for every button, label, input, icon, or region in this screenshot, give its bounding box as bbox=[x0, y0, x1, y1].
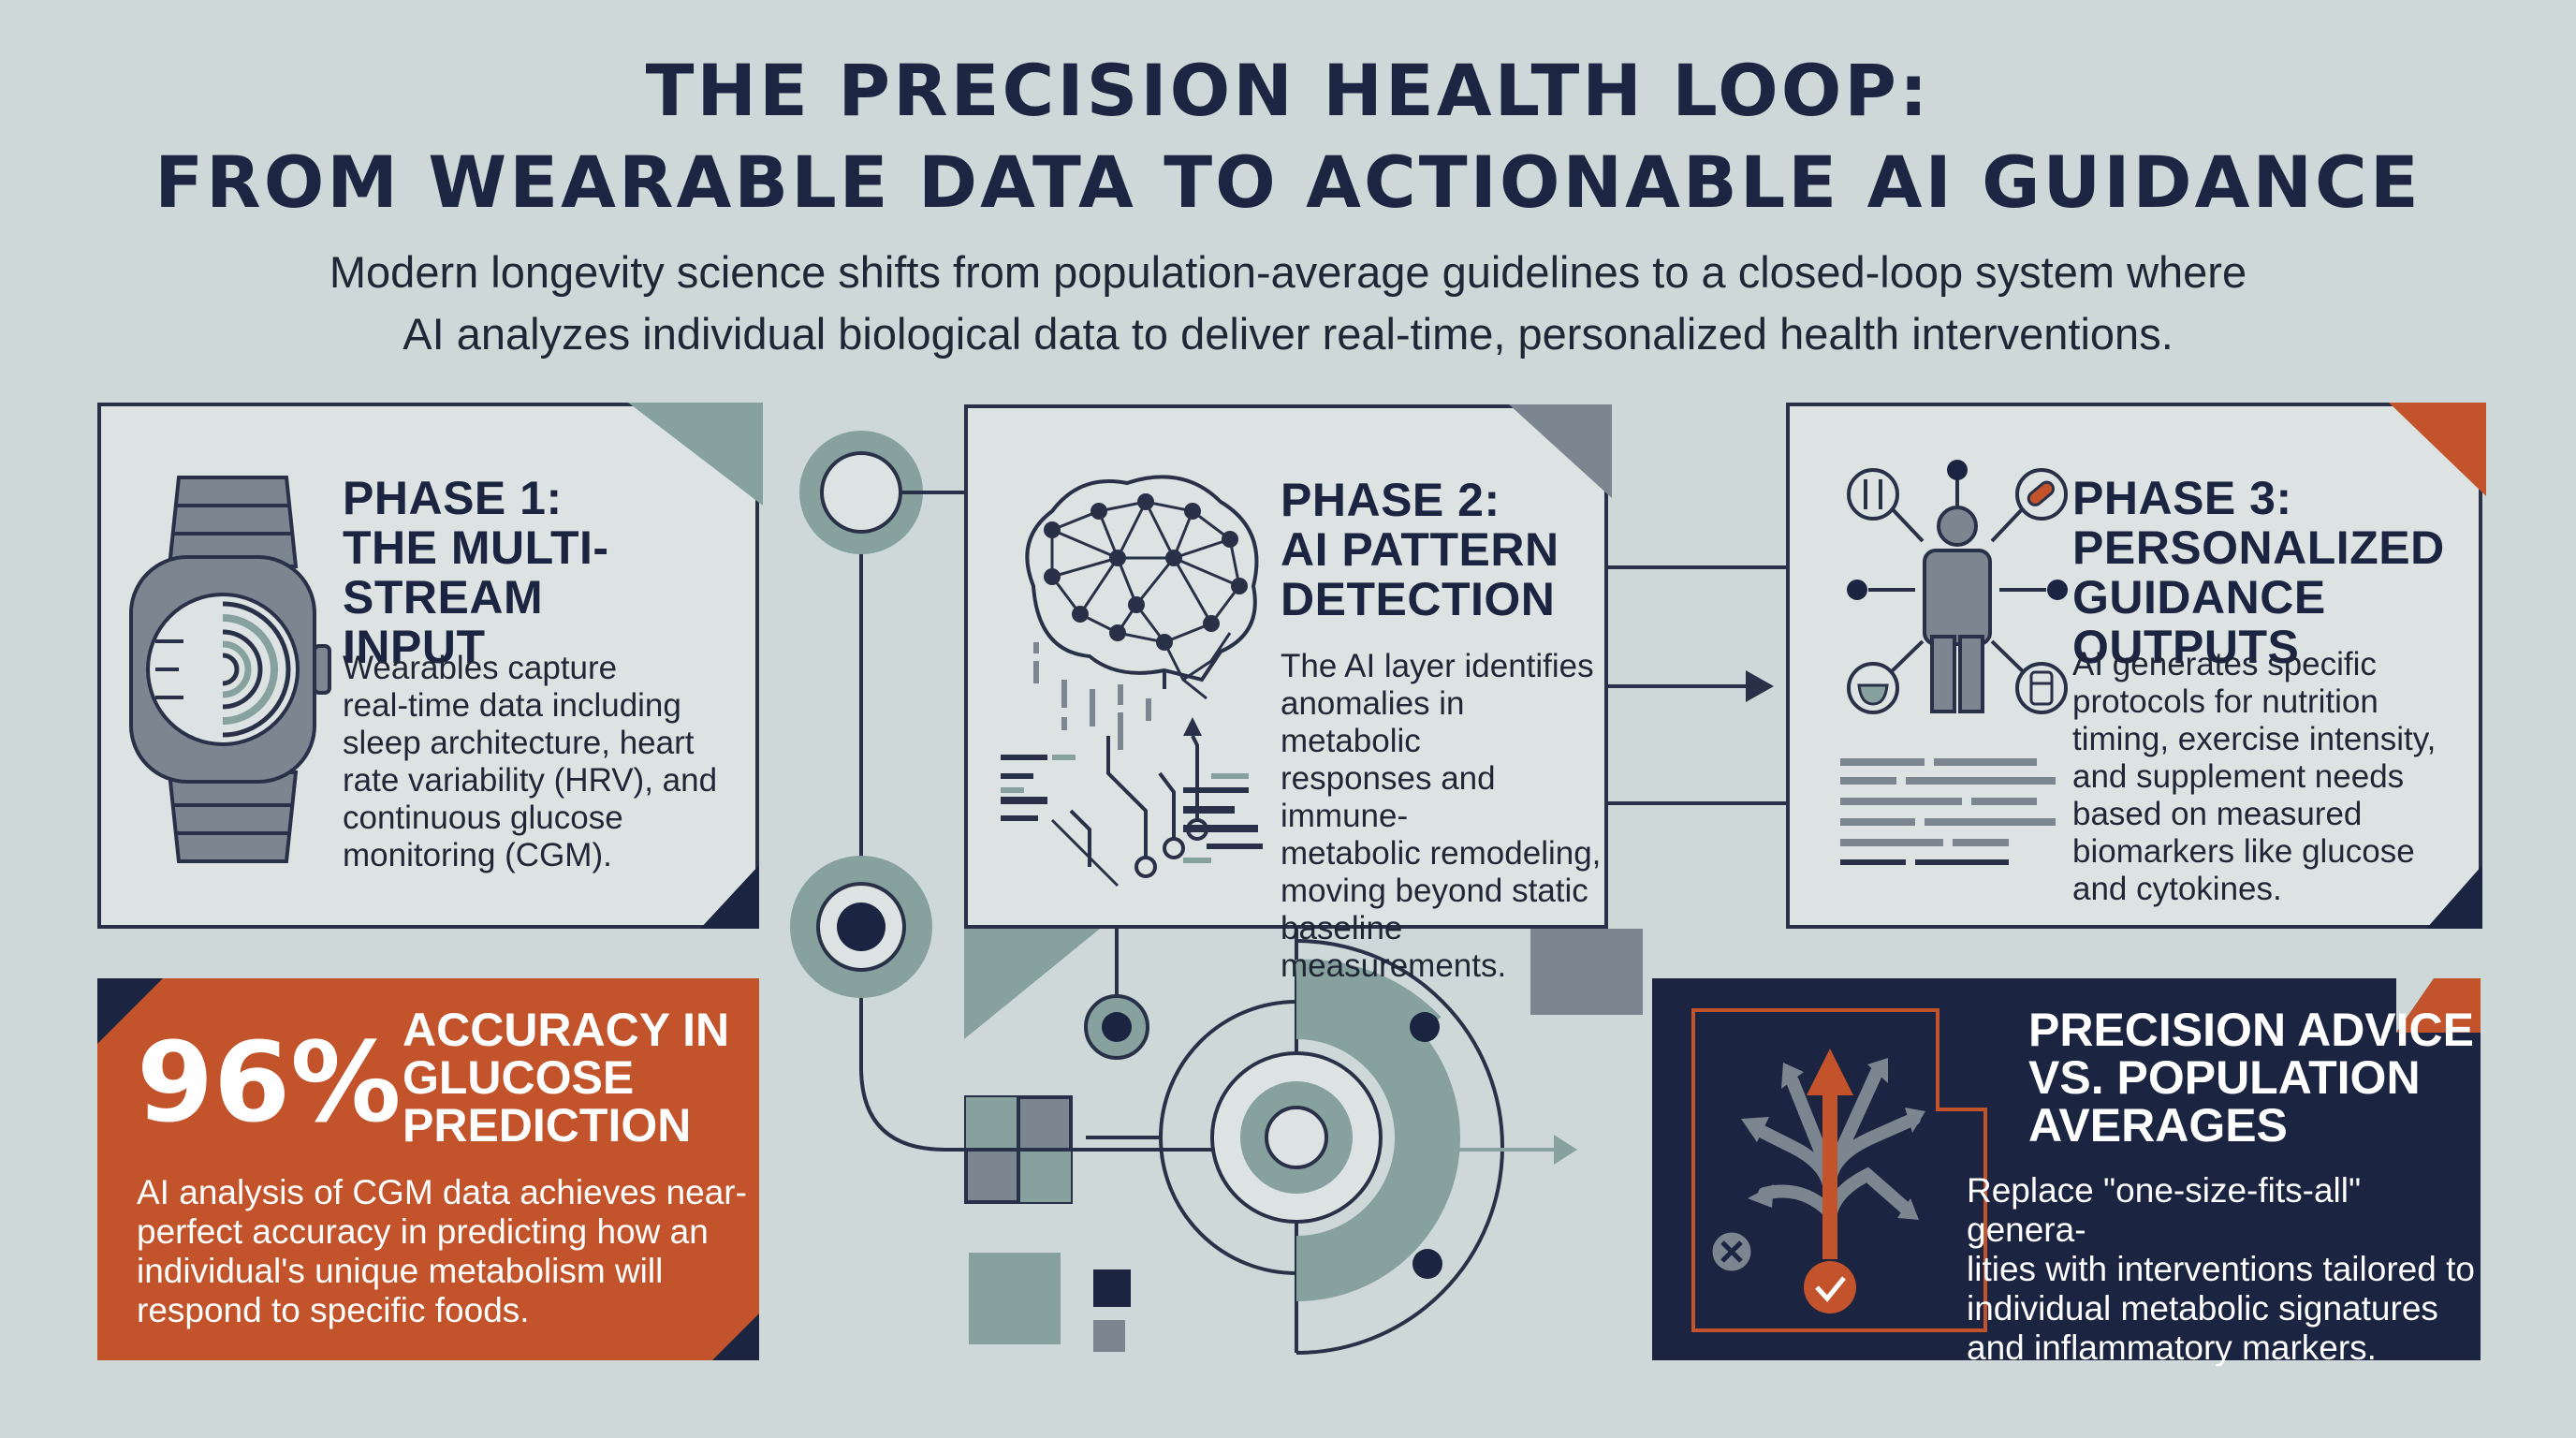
phase-1-body-line: monitoring (CGM). bbox=[343, 837, 612, 873]
phase-2-body-line: metabolic remodeling, bbox=[1281, 835, 1602, 872]
advice-title-line: VS. POPULATION bbox=[2028, 1051, 2421, 1104]
phase-2-title-line: PHASE 2: bbox=[1281, 474, 1500, 526]
advice-title-line: AVERAGES bbox=[2028, 1099, 2288, 1152]
advice-description-line: individual metabolic signatures bbox=[1967, 1289, 2438, 1328]
diverging-arrows-icon bbox=[1691, 1008, 1987, 1332]
phase-1-card: PHASE 1: THE MULTI-STREAM INPUT Wearable… bbox=[97, 403, 763, 929]
corner-accent-bottom bbox=[700, 865, 759, 929]
accuracy-stat-card: 96% ACCURACY IN GLUCOSE PREDICTION AI an… bbox=[97, 978, 759, 1360]
subtitle-line-1: Modern longevity science shifts from pop… bbox=[329, 247, 2247, 297]
person-hub-icon bbox=[1840, 460, 2068, 865]
corner-accent-bottom bbox=[712, 1313, 759, 1360]
phase-2-body: The AI layer identifies anomalies in met… bbox=[1281, 648, 1604, 985]
subtitle-line-2: AI analyzes individual biological data t… bbox=[402, 309, 2174, 359]
stat-description-line: individual's unique metabolism will bbox=[137, 1252, 664, 1290]
phase-3-body-line: and supplement needs bbox=[2072, 758, 2405, 795]
phase-3-body-line: based on measured bbox=[2072, 796, 2363, 832]
phase-2-body-line: anomalies in metabolic bbox=[1281, 685, 1465, 759]
phase-3-body: AI generates specific protocols for nutr… bbox=[2072, 646, 2436, 908]
title-line-2: FROM WEARABLE DATA TO ACTIONABLE AI GUID… bbox=[154, 140, 2422, 224]
target-node-bottom bbox=[1412, 1249, 1442, 1279]
phase-3-body-line: AI generates specific bbox=[2072, 646, 2377, 682]
stat-label-line: ACCURACY IN bbox=[402, 1004, 730, 1056]
advice-description-line: lities with interventions tailored to bbox=[1967, 1250, 2475, 1288]
advice-title-line: PRECISION ADVICE bbox=[2028, 1004, 2475, 1056]
stat-description-line: AI analysis of CGM data achieves near- bbox=[137, 1173, 747, 1211]
stat-value: 96% bbox=[137, 1018, 402, 1147]
advice-description: Replace "one-size-fits-all" genera- liti… bbox=[1967, 1171, 2481, 1368]
stat-description: AI analysis of CGM data achieves near- p… bbox=[137, 1173, 747, 1330]
phase-3-title: PHASE 3: PERSONALIZED GUIDANCE OUTPUTS bbox=[2072, 474, 2479, 672]
phase-2-body-line: responses and immune- bbox=[1281, 760, 1496, 834]
corner-accent bbox=[628, 403, 763, 506]
phase-3-card: PHASE 3: PERSONALIZED GUIDANCE OUTPUTS A… bbox=[1786, 403, 2486, 929]
corner-accent bbox=[2396, 978, 2481, 1033]
smartwatch-icon bbox=[129, 476, 331, 863]
phase-3-title-line: PHASE 3: bbox=[2072, 472, 2292, 524]
phase-1-body-line: Wearables capture bbox=[343, 650, 618, 686]
phase-1-title: PHASE 1: THE MULTI-STREAM INPUT bbox=[343, 474, 755, 672]
phase-2-body-line: moving beyond static bbox=[1281, 873, 1588, 909]
page-title: THE PRECISION HEALTH LOOP: FROM WEARABLE… bbox=[0, 45, 2576, 228]
stat-description-line: perfect accuracy in predicting how an bbox=[137, 1212, 709, 1251]
phase-1-body-line: continuous glucose bbox=[343, 800, 623, 836]
phase-1-title-line: PHASE 1: bbox=[343, 472, 563, 524]
title-line-1: THE PRECISION HEALTH LOOP: bbox=[645, 49, 1931, 132]
phase-3-body-line: biomarkers like glucose bbox=[2072, 833, 2415, 870]
phase-3-body-line: and cytokines. bbox=[2072, 871, 2282, 907]
phase-2-card: PHASE 2: AI PATTERN DETECTION The AI lay… bbox=[964, 404, 1612, 984]
neural-brain-icon bbox=[1001, 475, 1263, 888]
phase-1-body-line: rate variability (HRV), and bbox=[343, 762, 718, 799]
phase-1-body-line: sleep architecture, heart bbox=[343, 725, 695, 761]
precision-advice-card: PRECISION ADVICE VS. POPULATION AVERAGES… bbox=[1652, 978, 2481, 1367]
phase-3-title-line: PERSONALIZED bbox=[2072, 521, 2445, 574]
advice-title: PRECISION ADVICE VS. POPULATION AVERAGES bbox=[2028, 1006, 2474, 1150]
phase-2-title: PHASE 2: AI PATTERN DETECTION bbox=[1281, 476, 1559, 624]
advice-description-line: Replace "one-size-fits-all" genera- bbox=[1967, 1171, 2362, 1249]
phase-1-title-line: INPUT bbox=[343, 621, 486, 673]
advice-description-line: and inflammatory markers. bbox=[1967, 1328, 2377, 1367]
target-node-top bbox=[1410, 1012, 1440, 1042]
corner-accent-bottom bbox=[2426, 865, 2482, 929]
stat-label-line: PREDICTION bbox=[402, 1099, 692, 1152]
phase-3-title-line: GUIDANCE OUTPUTS bbox=[2072, 571, 2326, 673]
phase-1-title-line: THE MULTI-STREAM bbox=[343, 521, 609, 624]
stat-label-line: GLUCOSE bbox=[402, 1051, 635, 1104]
phase-2-title-line: DETECTION bbox=[1281, 573, 1556, 625]
stat-label: ACCURACY IN GLUCOSE PREDICTION bbox=[402, 1006, 729, 1150]
corner-accent bbox=[2389, 403, 2486, 496]
stat-description-line: respond to specific foods. bbox=[137, 1291, 530, 1329]
page-subtitle: Modern longevity science shifts from pop… bbox=[0, 242, 2576, 365]
phase-2-body-line: baseline bbox=[1281, 910, 1403, 946]
phase-2-body-line: measurements. bbox=[1281, 947, 1507, 984]
phase-1-body: Wearables capture real-time data includi… bbox=[343, 650, 717, 874]
phase-2-title-line: AI PATTERN bbox=[1281, 523, 1559, 576]
phase-2-body-line: The AI layer identifies bbox=[1281, 648, 1594, 684]
phase-3-body-line: protocols for nutrition bbox=[2072, 683, 2378, 720]
corner-accent bbox=[1509, 404, 1612, 498]
phase-1-body-line: real-time data including bbox=[343, 687, 681, 724]
corner-accent bbox=[97, 978, 163, 1044]
phase-3-body-line: timing, exercise intensity, bbox=[2072, 721, 2437, 757]
